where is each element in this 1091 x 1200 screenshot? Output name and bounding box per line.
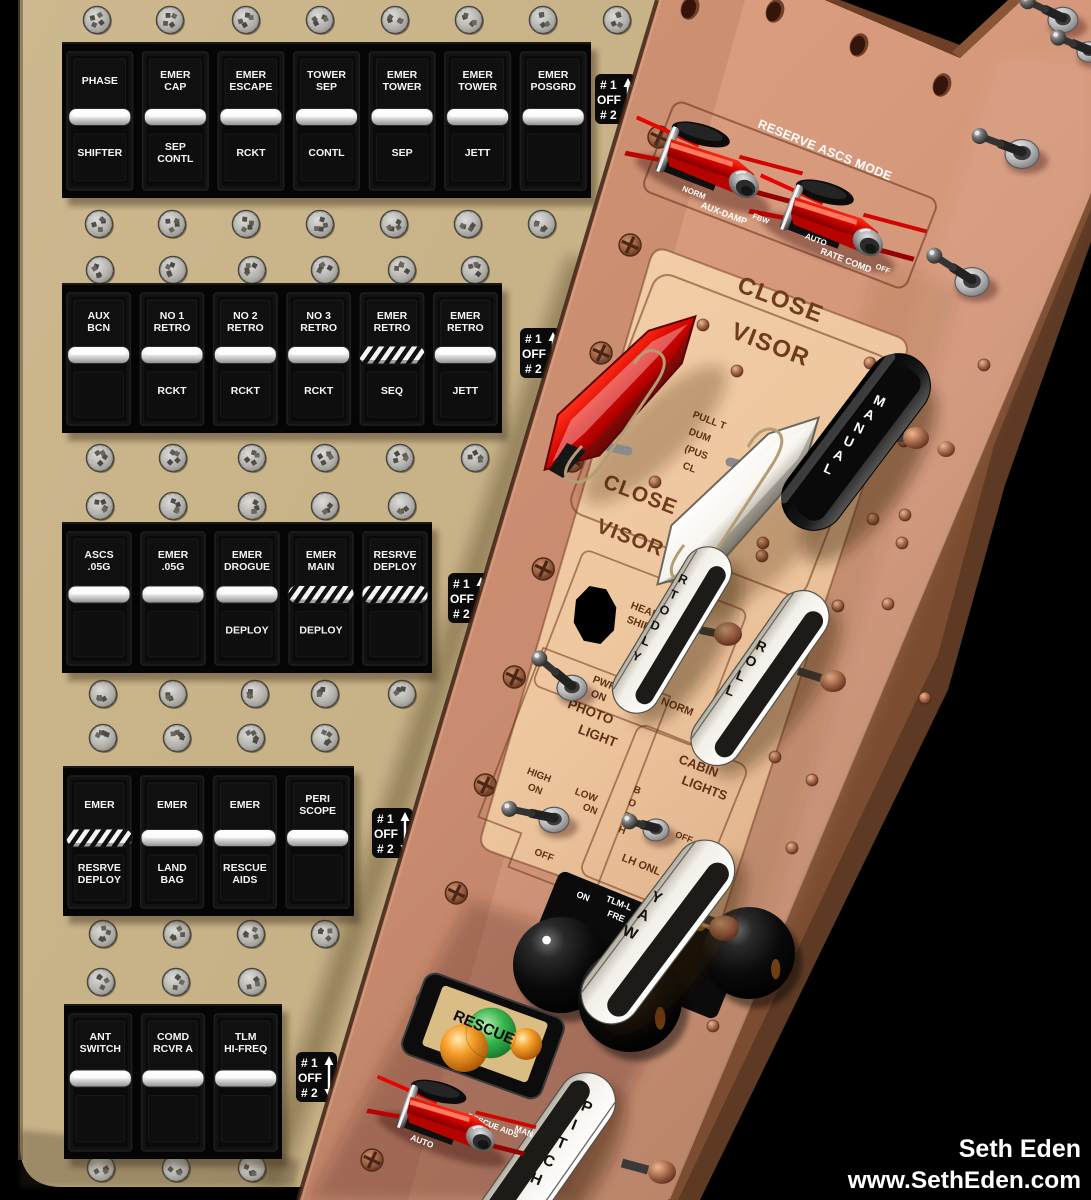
svg-text:SWITCH: SWITCH bbox=[80, 1043, 121, 1055]
svg-text:RETRO: RETRO bbox=[374, 322, 411, 334]
svg-text:BCN: BCN bbox=[87, 322, 110, 334]
svg-text:EMER: EMER bbox=[84, 799, 115, 811]
svg-text:TOWER: TOWER bbox=[383, 81, 422, 93]
svg-text:MAIN: MAIN bbox=[308, 561, 335, 573]
svg-text:CL: CL bbox=[681, 461, 697, 476]
svg-text:RCKT: RCKT bbox=[304, 385, 334, 397]
svg-text:B: B bbox=[632, 784, 643, 797]
svg-text:# 2: # 2 bbox=[525, 362, 542, 376]
svg-text:SEP: SEP bbox=[165, 141, 186, 153]
svg-text:EMER: EMER bbox=[157, 799, 188, 811]
svg-text:POSGRD: POSGRD bbox=[530, 81, 576, 93]
svg-text:NO 1: NO 1 bbox=[160, 310, 185, 322]
svg-text:# 2: # 2 bbox=[301, 1086, 318, 1100]
svg-text:EMER: EMER bbox=[377, 310, 408, 322]
svg-text:RETRO: RETRO bbox=[154, 322, 191, 334]
svg-text:.05G: .05G bbox=[88, 561, 111, 573]
svg-text:www.SethEden.com: www.SethEden.com bbox=[847, 1167, 1081, 1194]
svg-text:W: W bbox=[620, 922, 640, 943]
svg-text:M: M bbox=[871, 392, 887, 410]
svg-text:HI-FREQ: HI-FREQ bbox=[224, 1043, 267, 1055]
svg-text:RESRVE: RESRVE bbox=[78, 862, 121, 874]
svg-text:DEPLOY: DEPLOY bbox=[373, 561, 416, 573]
svg-text:JETT: JETT bbox=[465, 147, 491, 159]
svg-text:DROGUE: DROGUE bbox=[224, 561, 270, 573]
svg-text:EMER: EMER bbox=[230, 799, 261, 811]
svg-text:DEPLOY: DEPLOY bbox=[299, 625, 342, 637]
svg-text:ANT: ANT bbox=[90, 1031, 112, 1043]
svg-text:AUX: AUX bbox=[88, 310, 110, 322]
svg-text:RETRO: RETRO bbox=[227, 322, 264, 334]
svg-text:SEQ: SEQ bbox=[381, 385, 403, 397]
svg-text:H: H bbox=[617, 824, 628, 837]
svg-text:AIDS: AIDS bbox=[232, 874, 257, 886]
svg-text:# 2: # 2 bbox=[453, 607, 470, 621]
svg-text:EMER: EMER bbox=[462, 69, 493, 81]
svg-text:RCKT: RCKT bbox=[231, 385, 261, 397]
svg-text:EMER: EMER bbox=[158, 549, 189, 561]
svg-text:TOWER: TOWER bbox=[458, 81, 497, 93]
svg-text:PERI: PERI bbox=[305, 793, 330, 805]
svg-text:Seth Eden: Seth Eden bbox=[959, 1135, 1081, 1163]
svg-text:# 1: # 1 bbox=[525, 332, 542, 346]
svg-text:RCVR A: RCVR A bbox=[153, 1043, 193, 1055]
svg-text:JETT: JETT bbox=[452, 385, 478, 397]
svg-text:SHIFTER: SHIFTER bbox=[77, 147, 122, 159]
svg-text:CONTL: CONTL bbox=[157, 153, 194, 165]
svg-text:PHASE: PHASE bbox=[82, 75, 118, 87]
svg-text:RCKT: RCKT bbox=[157, 385, 187, 397]
svg-text:RETRO: RETRO bbox=[300, 322, 337, 334]
svg-text:# 2: # 2 bbox=[377, 842, 394, 856]
svg-text:ESCAPE: ESCAPE bbox=[229, 81, 272, 93]
svg-text:SEP: SEP bbox=[316, 81, 337, 93]
svg-text:RESCUE: RESCUE bbox=[223, 862, 267, 874]
svg-text:ON: ON bbox=[581, 802, 599, 818]
svg-text:# 2: # 2 bbox=[600, 108, 617, 122]
svg-text:OFF: OFF bbox=[374, 827, 398, 841]
svg-text:DEPLOY: DEPLOY bbox=[225, 625, 268, 637]
svg-text:OFF: OFF bbox=[298, 1071, 322, 1085]
svg-text:LAND: LAND bbox=[158, 862, 188, 874]
svg-text:EMER: EMER bbox=[450, 310, 481, 322]
svg-text:OFF: OFF bbox=[450, 592, 474, 606]
svg-text:SEP: SEP bbox=[392, 147, 413, 159]
svg-text:I: I bbox=[569, 1117, 579, 1134]
svg-text:NO 2: NO 2 bbox=[233, 310, 258, 322]
svg-text:BAG: BAG bbox=[160, 874, 183, 886]
svg-text:O: O bbox=[626, 797, 637, 810]
svg-text:COMD: COMD bbox=[157, 1031, 189, 1043]
svg-text:TLM: TLM bbox=[235, 1031, 257, 1043]
svg-text:CAP: CAP bbox=[164, 81, 186, 93]
svg-text:RESRVE: RESRVE bbox=[374, 549, 417, 561]
svg-text:EMER: EMER bbox=[232, 549, 263, 561]
svg-text:RETRO: RETRO bbox=[447, 322, 484, 334]
svg-text:EMER: EMER bbox=[160, 69, 191, 81]
svg-text:NO 3: NO 3 bbox=[306, 310, 331, 322]
svg-text:OFF: OFF bbox=[522, 347, 546, 361]
svg-text:# 1: # 1 bbox=[453, 577, 470, 591]
svg-text:# 1: # 1 bbox=[600, 78, 617, 92]
svg-text:EMER: EMER bbox=[306, 549, 337, 561]
svg-text:# 1: # 1 bbox=[377, 812, 394, 826]
svg-text:CONTL: CONTL bbox=[308, 147, 345, 159]
svg-text:EMER: EMER bbox=[236, 69, 267, 81]
svg-text:.05G: .05G bbox=[162, 561, 185, 573]
svg-text:ON: ON bbox=[526, 782, 544, 798]
svg-text:TOWER: TOWER bbox=[307, 69, 346, 81]
svg-text:EMER: EMER bbox=[387, 69, 418, 81]
svg-text:SCOPE: SCOPE bbox=[299, 805, 336, 817]
svg-text:EMER: EMER bbox=[538, 69, 569, 81]
svg-text:DEPLOY: DEPLOY bbox=[78, 874, 121, 886]
svg-text:# 1: # 1 bbox=[301, 1056, 318, 1070]
svg-text:ASCS: ASCS bbox=[84, 549, 113, 561]
svg-text:ON: ON bbox=[575, 889, 591, 903]
svg-text:OFF: OFF bbox=[597, 93, 621, 107]
svg-text:RCKT: RCKT bbox=[236, 147, 266, 159]
